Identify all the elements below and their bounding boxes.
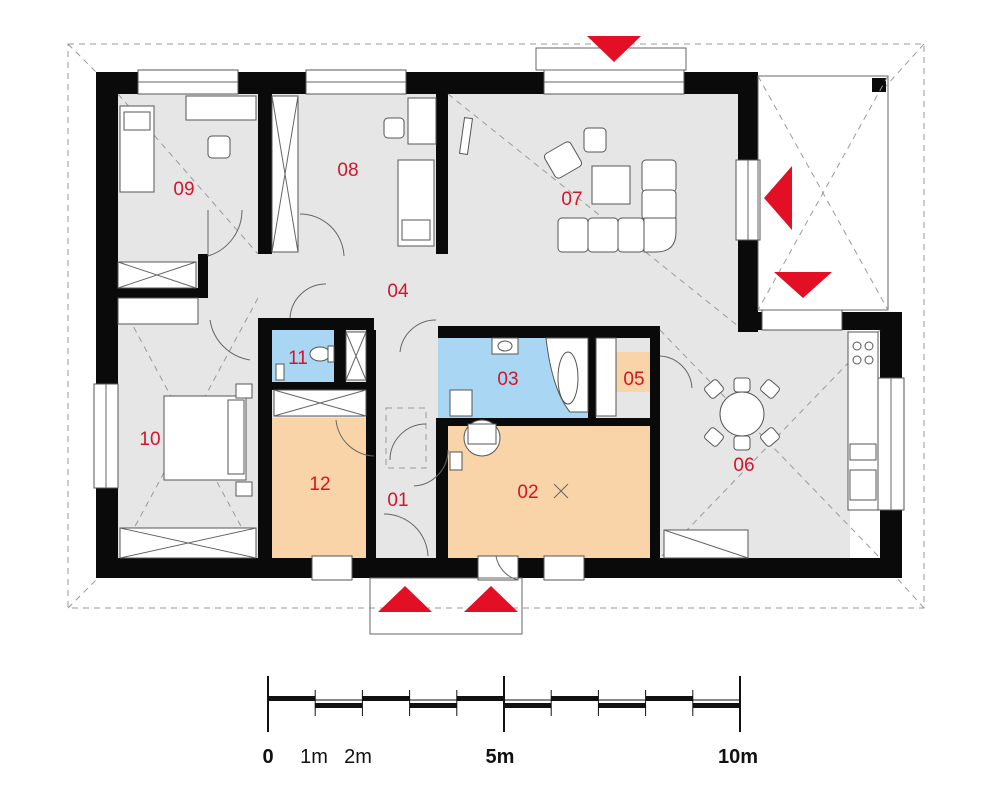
arrow-terrace: [774, 272, 832, 298]
furniture: [119, 95, 879, 511]
arrow-top: [587, 36, 641, 62]
scale-bar: 0 1m 2m 5m 10m: [262, 676, 758, 768]
scale-label-10m: 10m: [718, 746, 758, 768]
room-label-06: 06: [733, 455, 754, 476]
room-label-08: 08: [337, 160, 358, 181]
room-label-04: 04: [387, 281, 409, 302]
scale-segment: [692, 703, 740, 708]
scale-label-2m: 2m: [344, 746, 372, 768]
scale-segment: [268, 696, 316, 701]
scale-segment: [645, 696, 693, 701]
scale-label-1m: 1m: [300, 746, 328, 768]
scale-segment: [551, 696, 599, 701]
scale-label-0: 0: [262, 746, 273, 768]
scale-segment: [456, 696, 504, 701]
room-label-07: 07: [561, 189, 582, 210]
scale-segment: [504, 703, 552, 708]
scale-segment: [362, 696, 410, 701]
room-label-02: 02: [517, 482, 538, 503]
scale-ticks: [314, 690, 694, 716]
terrace: [369, 47, 889, 635]
floor-room-12: [272, 418, 374, 558]
scale-segment: [598, 703, 646, 708]
room-label-01: 01: [387, 490, 408, 511]
floor-kitchen: [660, 330, 850, 558]
entrance-arrows: [378, 36, 832, 612]
room-label-11: 11: [288, 348, 308, 369]
scale-label-5m: 5m: [486, 746, 515, 768]
room-label-03: 03: [497, 369, 518, 390]
scale-segments: [268, 696, 740, 708]
floor-room-05: [616, 352, 652, 392]
room-label-09: 09: [173, 179, 194, 200]
room-label-10: 10: [139, 429, 160, 450]
arrow-right: [764, 166, 792, 230]
doors: [207, 209, 693, 581]
scale-segment: [409, 703, 457, 708]
windows: [93, 69, 905, 581]
room-label-12: 12: [309, 474, 330, 495]
arrow-bottom-left: [378, 586, 432, 612]
arrow-bottom-right: [464, 586, 518, 612]
room-label-05: 05: [623, 369, 644, 390]
scale-segment: [315, 703, 363, 708]
wardrobes: [117, 95, 749, 559]
room-labels: 01 02 03 04 05 06 07 08 09 10 11 12: [139, 160, 754, 511]
